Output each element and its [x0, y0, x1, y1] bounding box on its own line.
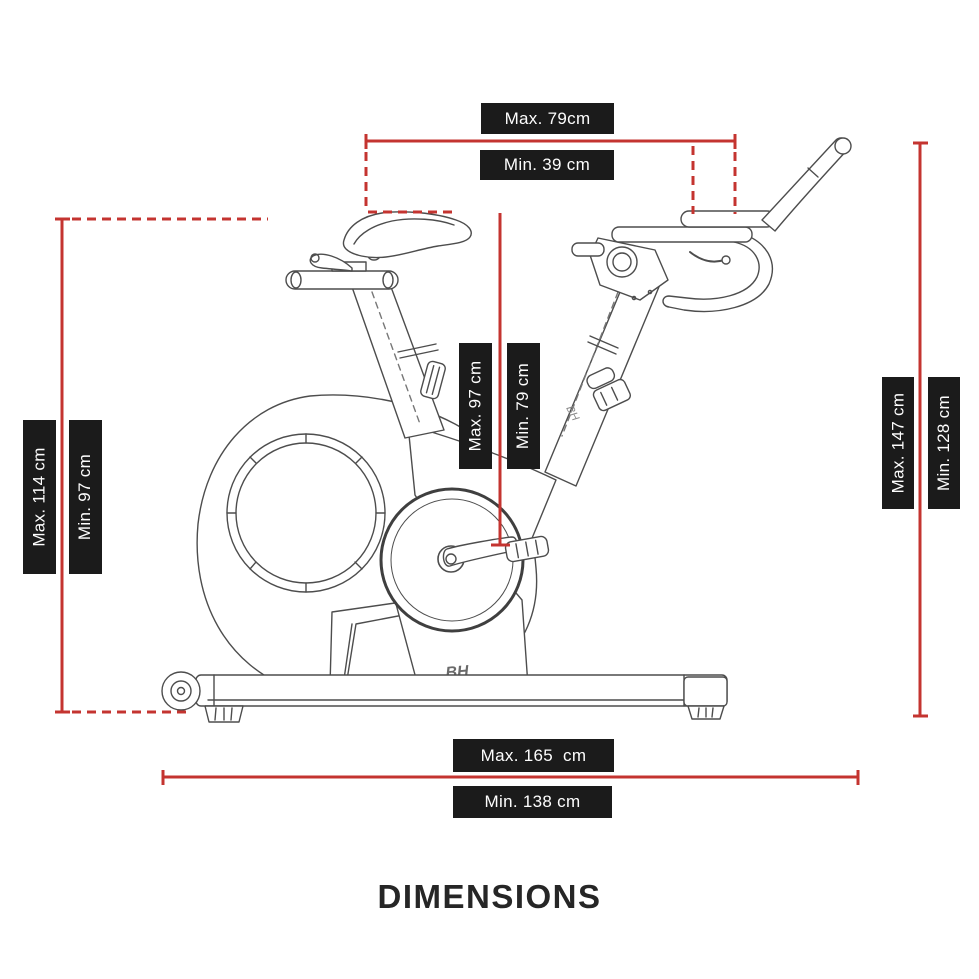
label-handlebar-to-saddle-max: Max. 79cm	[481, 103, 614, 134]
dimension-saddle-height	[55, 217, 268, 714]
dimension-base-length	[161, 770, 860, 785]
label-handlebar-to-saddle-min: Min. 39 cm	[480, 150, 614, 180]
handlebar-post: BH	[544, 237, 669, 487]
label-text: Min. 79 cm	[513, 362, 533, 450]
label-text: Max. 97 cm	[465, 360, 485, 452]
left-foot	[204, 705, 244, 723]
page-title: DIMENSIONS	[377, 878, 602, 915]
left-pedal	[420, 360, 446, 400]
label-text: Min. 39 cm	[503, 155, 591, 174]
base-group	[161, 671, 728, 723]
dimension-lines	[55, 134, 928, 785]
label-text: Min. 128 cm	[934, 395, 954, 491]
mast-knob	[586, 367, 631, 412]
dimension-top-span	[364, 134, 737, 214]
handlebar-group	[611, 137, 852, 313]
label-base-length-max: Max. 165 cm	[453, 739, 614, 772]
label-text: Min. 97 cm	[75, 453, 95, 541]
label-text: Max. 114 cm	[29, 447, 49, 547]
label-text: Max. 79cm	[504, 108, 591, 128]
label-saddle-to-crank-max: Max. 97 cm	[459, 343, 492, 469]
label-base-length-min: Min. 138 cm	[453, 786, 612, 818]
label-saddle-to-crank-min: Min. 79 cm	[507, 343, 540, 469]
right-foot	[687, 705, 725, 720]
transport-wheel	[161, 671, 201, 711]
label-saddle-height-max: Max. 114 cm	[23, 420, 56, 574]
label-text: Min. 138 cm	[484, 792, 581, 811]
label-handlebar-height-max: Max. 147 cm	[882, 377, 914, 509]
dimension-saddle-to-crank	[491, 213, 510, 547]
dimension-handlebar-height	[913, 141, 928, 718]
saddle-group	[285, 211, 472, 290]
label-handlebar-height-min: Min. 128 cm	[928, 377, 960, 509]
label-saddle-height-min: Min. 97 cm	[69, 420, 102, 574]
seat-post	[351, 286, 446, 439]
label-text: Max. 147 cm	[888, 392, 907, 494]
label-text: Max. 165 cm	[480, 745, 587, 765]
